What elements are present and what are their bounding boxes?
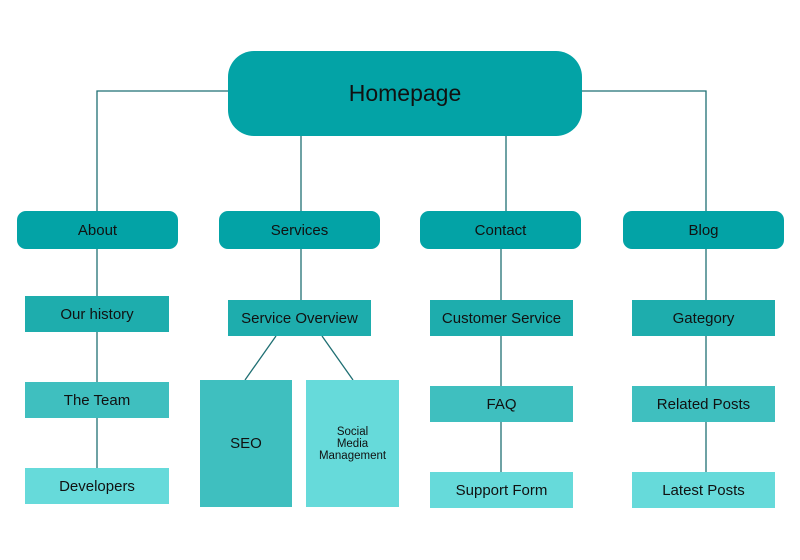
homepage-label: Homepage: [348, 80, 462, 106]
services-node: Services: [219, 211, 380, 249]
related-posts-node: Related Posts: [632, 386, 775, 422]
faq-label: FAQ: [486, 395, 517, 413]
the-team-label: The Team: [63, 391, 131, 409]
blog-label: Blog: [688, 221, 719, 239]
customer-service-label: Customer Service: [441, 309, 562, 327]
gategory-label: Gategory: [672, 309, 735, 327]
seo-node: SEO: [200, 380, 292, 507]
services-label: Services: [270, 221, 329, 239]
service-overview-node: Service Overview: [228, 300, 371, 336]
social-media-management-label: Social Media Management: [318, 425, 387, 462]
about-label: About: [77, 221, 118, 239]
latest-posts-node: Latest Posts: [632, 472, 775, 508]
social-media-management-node: Social Media Management: [306, 380, 399, 507]
seo-label: SEO: [230, 435, 262, 452]
developers-node: Developers: [25, 468, 169, 504]
latest-posts-label: Latest Posts: [662, 481, 745, 499]
the-team-node: The Team: [25, 382, 169, 418]
support-form-node: Support Form: [430, 472, 573, 508]
service-overview-label: Service Overview: [241, 309, 358, 327]
contact-label: Contact: [474, 221, 527, 239]
developers-label: Developers: [59, 477, 135, 495]
our-history-label: Our history: [60, 305, 134, 323]
contact-node: Contact: [420, 211, 581, 249]
related-posts-label: Related Posts: [656, 395, 751, 413]
gategory-node: Gategory: [632, 300, 775, 336]
blog-node: Blog: [623, 211, 784, 249]
homepage-node: Homepage: [228, 51, 582, 136]
customer-service-node: Customer Service: [430, 300, 573, 336]
faq-node: FAQ: [430, 386, 573, 422]
support-form-label: Support Form: [455, 481, 548, 499]
our-history-node: Our history: [25, 296, 169, 332]
about-node: About: [17, 211, 178, 249]
